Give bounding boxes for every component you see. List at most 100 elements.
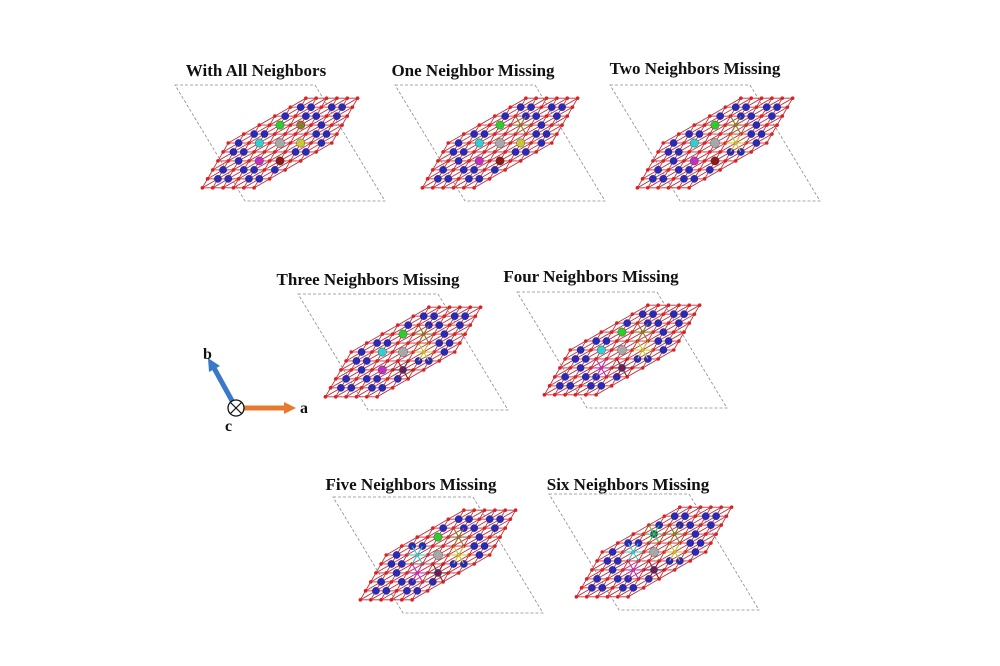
oxygen-atom [656,150,660,154]
lattice-atom [302,148,310,156]
bond [704,151,721,162]
bond [596,587,613,598]
magenta-neighbor-atom [474,156,484,166]
oxygen-atom [447,323,452,327]
bond [688,178,705,189]
lattice-atom [491,166,499,174]
lattice-atom [357,348,366,356]
oxygen-atom [231,168,236,172]
lattice-atom [419,312,428,320]
lattice-atom [742,103,750,111]
bond [489,527,506,538]
brown-vacancy-bond [730,124,737,135]
oxygen-atom [662,568,667,572]
oxygen-atom [221,186,225,190]
bond [657,349,674,360]
oxygen-atom [314,150,319,154]
bond [371,360,388,371]
bond [709,142,726,153]
bond [611,376,628,387]
oxygen-atom [503,168,507,172]
bond [541,97,558,108]
bond [468,527,485,538]
oxygen-atom [324,114,329,118]
brown-neighbor-atom [296,120,306,130]
oxygen-atom [718,150,722,154]
oxygen-atom [304,132,308,136]
center-atom [649,547,659,557]
lattice-atom [654,319,663,327]
lattice-atom [347,384,356,392]
lattice-atom [327,103,336,111]
oxygen-atom [349,350,354,354]
lattice-atom [576,346,585,354]
oxygen-atom [288,123,293,127]
cyan-vacancy-bond [411,546,418,556]
olive-vacancy-bond [669,551,676,561]
oxygen-atom [708,114,712,118]
bond [564,385,581,396]
lattice-atom [685,130,693,138]
bond [658,569,675,580]
oxygen-atom [363,589,368,593]
bond [504,160,521,171]
oxygen-atom [651,330,655,334]
lattice-atom [475,551,484,559]
darkred-vacancy-bond [616,358,623,369]
lattice-atoms [214,103,346,183]
bond [642,358,659,369]
oxygen-atom [503,132,507,136]
oxygen-atom [508,159,513,163]
oxygen-atom [565,114,570,118]
oxygen-atom [411,350,416,354]
bond [284,160,301,171]
panel: Three Neighbors Missing [277,270,509,411]
oxygen-atom [411,368,416,372]
oxygen-atom [780,96,785,100]
bond [633,560,650,571]
oxygen-atom [370,368,374,372]
lattice-atom [475,175,484,183]
bond [380,590,397,601]
unit-cell-border [516,291,728,409]
brown-vacancy-bond [520,116,527,126]
oxygen-atom [630,366,635,370]
bond [392,378,409,389]
oxygen-atom [247,159,251,163]
oxygen-atom [718,168,722,172]
oxygen-atom [293,132,298,136]
oxygen-atom [458,305,462,309]
bond [316,142,332,153]
lattice-atom [439,166,447,174]
lattice-atom [581,355,590,363]
oxygen-atom [309,141,313,145]
olive-vacancy-bond [423,351,430,361]
bond [295,124,312,135]
lattice-atom [373,339,381,347]
oxygen-atom [493,544,497,548]
axis-c-cross [230,402,242,414]
brown-vacancy-bond [642,323,649,333]
oxygen-atom [610,586,615,590]
oxygen-atom [273,150,277,154]
bond [442,572,459,583]
bond [463,124,480,135]
oxygen-atom [702,123,707,127]
oxygen-atom [703,532,708,536]
oxygen-atom [267,123,272,127]
panel-title: Four Neighbors Missing [503,267,679,286]
lattice-atom [696,539,705,547]
oxygen-atom [319,105,324,109]
bond [595,385,612,396]
bond [626,367,643,378]
oxygen-atom [451,186,456,190]
oxygen-atom [687,186,691,190]
oxygen-atom [661,159,666,163]
oxygen-atom [425,177,430,181]
lattice-atom [312,112,321,120]
oxygen-atom [350,105,355,109]
center-atom [617,345,627,355]
oxygen-atom [723,159,728,163]
oxygen-atom [651,159,655,163]
bond [259,115,276,126]
